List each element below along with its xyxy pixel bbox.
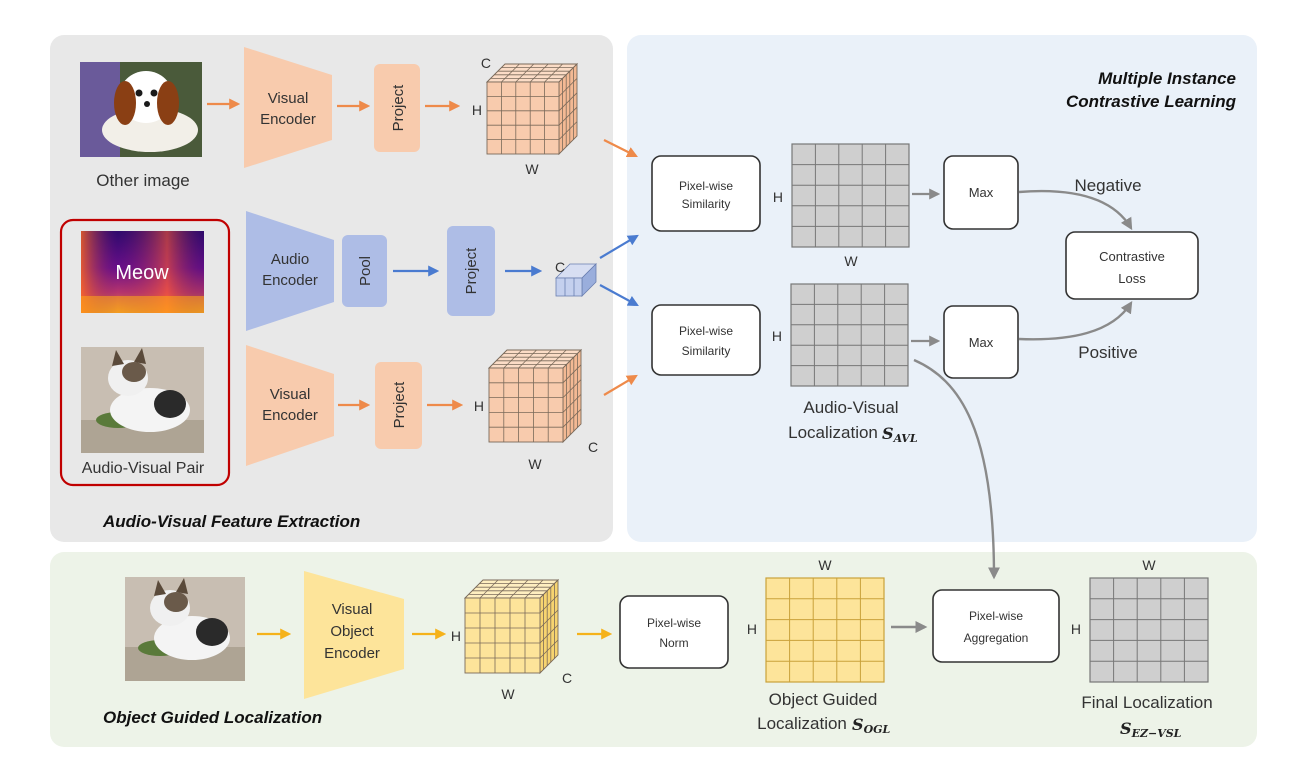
ogl-caption-line2: Localization [757,714,847,733]
project-audio-label: Project [463,247,480,295]
dim-w-top: W [525,161,539,177]
pixelwise-similarity-bottom-line1: Pixel-wise [679,324,733,338]
dim-c-obj: C [562,670,572,686]
arrow-icon [599,234,639,259]
visual-object-encoder-line1: Visual [332,601,373,618]
dim-h-bottom: H [474,398,484,414]
dim-h-neg: H [773,189,783,205]
other-image-caption: Other image [96,171,190,190]
avl-caption-line1: Audio-Visual [803,398,898,417]
pixelwise-similarity-top-line1: Pixel-wise [679,179,733,193]
arrow-icon [603,374,638,396]
audio-feature-vector [555,263,597,297]
visual-object-encoder-line2: Object [330,623,374,640]
pixelwise-aggregation-line1: Pixel-wise [969,609,1023,623]
pixelwise-similarity-top-line2: Similarity [682,197,731,211]
pair-caption: Audio-Visual Pair [82,460,205,477]
kitten-image [125,577,245,681]
project-bottom [375,362,422,449]
dim-c-top: C [481,55,491,71]
negative-edge [1018,189,1133,231]
arrow-icon [603,139,638,157]
visual-encoder-bottom-line1: Visual [270,386,311,403]
mil-title-line1: Multiple Instance [1098,69,1236,88]
pixelwise-aggregation-line2: Aggregation [964,631,1029,645]
max-top-label: Max [969,185,994,200]
dim-c-audio: C [555,259,565,275]
similarity-map-positive [790,283,909,387]
arrow-icon [599,284,639,307]
audio-visual-pair-frame [59,218,231,487]
max-bottom-label: Max [969,335,994,350]
pool [342,235,387,307]
pixelwise-norm-line2: Norm [659,636,688,650]
project-top-label: Project [390,84,407,132]
pixelwise-similarity-top [651,155,761,232]
dim-h-pos: H [772,328,782,344]
project-bottom-label: Project [391,381,408,429]
pixelwise-norm-line1: Pixel-wise [647,616,701,630]
mil-panel [627,35,1257,542]
spectrogram-word: Meow [115,262,169,284]
final-caption-line1: Final Localization [1081,693,1212,712]
dim-h-obj: H [451,628,461,644]
mil-title-line2: Contrastive Learning [1066,92,1237,111]
audio-encoder-line1: Audio [271,251,309,268]
positive-label: Positive [1078,343,1138,362]
visual-object-encoder [304,571,404,699]
final-localization-map [1089,577,1209,683]
visual-feature-cube-bottom [487,348,583,444]
object-localization-map [765,577,885,683]
visual-encoder-top-line1: Visual [268,90,309,107]
visual-encoder-top-line2: Encoder [260,111,316,128]
ogl-caption-line1: Object Guided [769,690,878,709]
avl-caption-line2: Localization [788,423,878,442]
feature-extraction-title: Audio-Visual Feature Extraction [102,512,360,531]
dim-h-final: H [1071,621,1081,637]
ogl-symbol: SOGL [852,715,891,736]
positive-edge [1018,300,1133,341]
contrastive-loss [1065,231,1199,300]
visual-encoder-top [244,47,332,168]
final-symbol: SEZ−VSL [1120,719,1182,740]
visual-feature-cube-top [485,62,579,156]
dim-w-obj: W [501,686,515,702]
pixelwise-similarity-bottom-line2: Similarity [682,344,731,358]
contrastive-loss-line2: Loss [1118,271,1146,286]
negative-label: Negative [1074,176,1141,195]
kitten-image [81,347,204,453]
pool-label: Pool [357,256,374,286]
visual-encoder-bottom [246,345,334,466]
audio-encoder [246,211,334,331]
visual-encoder-bottom-line2: Encoder [262,407,318,424]
max-bottom [943,305,1019,379]
avl-to-aggregation-edge [913,358,1000,580]
dim-c-bottom: C [588,439,598,455]
dim-w-neg: W [844,253,858,269]
dim-h-top: H [472,102,482,118]
audio-encoder-line2: Encoder [262,272,318,289]
pixelwise-norm [619,595,729,669]
ogl-title: Object Guided Localization [103,708,322,727]
avl-symbol: SAVL [882,424,918,445]
pixelwise-aggregation [932,589,1060,663]
contrastive-loss-line1: Contrastive [1099,249,1165,264]
max-top [943,155,1019,230]
puppy-image [80,62,202,157]
dim-w-ogl: W [818,557,832,573]
visual-object-encoder-line3: Encoder [324,645,380,662]
dim-h-ogl: H [747,621,757,637]
spectrogram-image [81,231,204,313]
project-top [374,64,420,152]
object-feature-cube [463,578,560,675]
project-audio [447,226,495,316]
dim-w-final: W [1142,557,1156,573]
similarity-map-negative [791,143,910,248]
pixelwise-similarity-bottom [651,304,761,376]
dim-w-bottom: W [528,456,542,472]
